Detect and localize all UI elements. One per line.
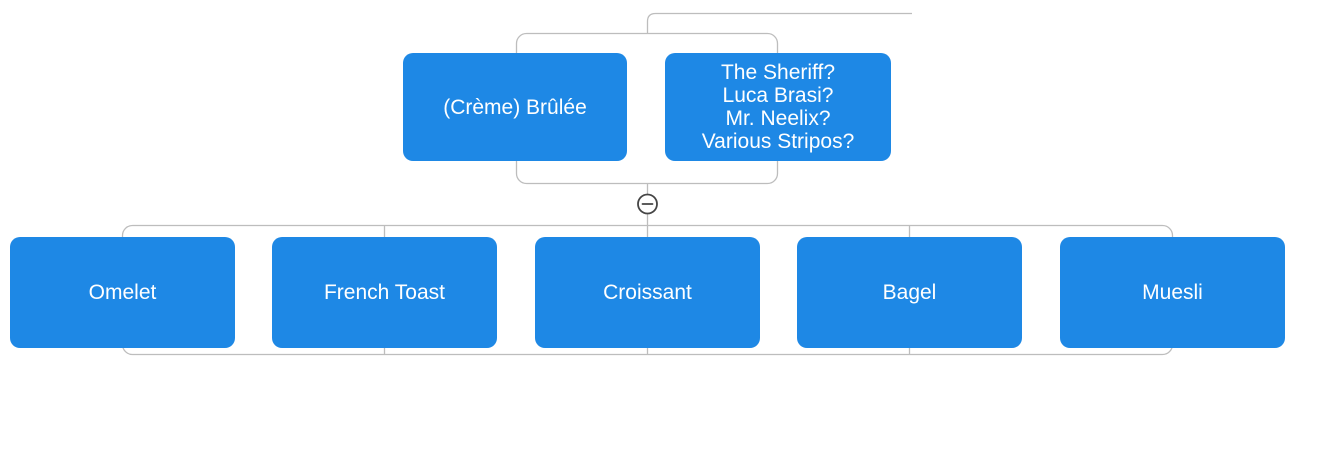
node-label-line: The Sheriff?: [720, 61, 835, 84]
node-croissant[interactable]: Croissant: [535, 237, 760, 348]
node-label: Omelet: [88, 281, 157, 304]
child-connector-ticks: [383, 225, 911, 355]
node-muesli[interactable]: Muesli: [1060, 237, 1285, 348]
node-sheriff-list[interactable]: The Sheriff? Luca Brasi? Mr. Neelix? Var…: [665, 53, 891, 161]
node-creme-brulee[interactable]: (Crème) Brûlée: [403, 53, 627, 161]
node-label-line: Various Stripos?: [701, 130, 855, 153]
node-bagel[interactable]: Bagel: [797, 237, 1022, 348]
node-label-line: Mr. Neelix?: [725, 107, 831, 130]
node-omelet[interactable]: Omelet: [10, 237, 235, 348]
node-label: Croissant: [603, 281, 692, 304]
node-label-line: Luca Brasi?: [722, 84, 834, 107]
node-label: Muesli: [1142, 281, 1203, 304]
collapse-toggle-button[interactable]: [637, 193, 658, 215]
node-label: French Toast: [323, 281, 445, 304]
node-label: Bagel: [882, 281, 937, 304]
node-french-toast[interactable]: French Toast: [272, 237, 497, 348]
parent-connector-line: [646, 12, 912, 34]
node-label: (Crème) Brûlée: [443, 95, 587, 119]
